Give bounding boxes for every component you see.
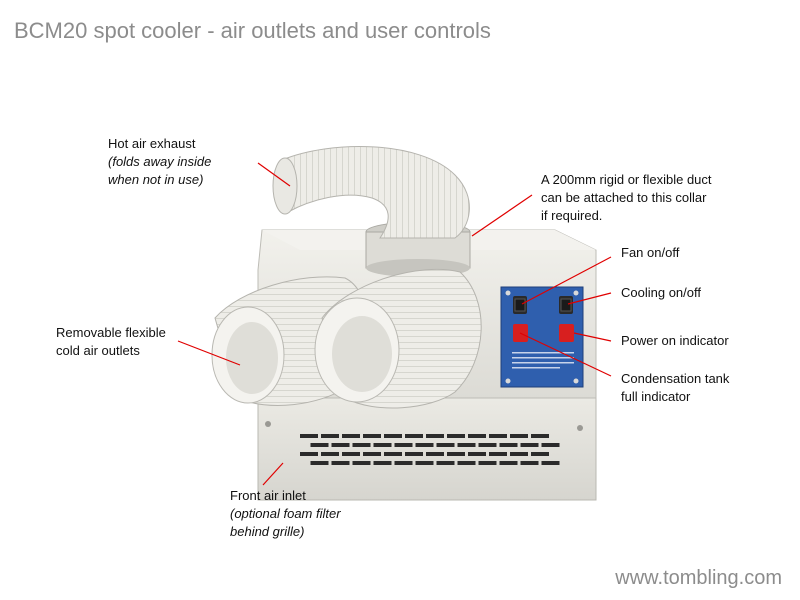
label-line: Cooling on/off bbox=[621, 285, 701, 300]
label-note: (folds away inside bbox=[108, 154, 212, 169]
label-duct-collar: A 200mm rigid or flexible duct can be at… bbox=[541, 171, 712, 225]
grille-slot bbox=[352, 443, 371, 447]
label-line: Removable flexible bbox=[56, 325, 166, 340]
label-line: A 200mm rigid or flexible duct bbox=[541, 172, 712, 187]
grille-slot bbox=[510, 434, 528, 438]
grille-slot bbox=[499, 443, 518, 447]
grille-slot bbox=[321, 452, 339, 456]
grille-slot bbox=[531, 452, 549, 456]
grille-slot bbox=[300, 434, 318, 438]
grille-slot bbox=[310, 443, 329, 447]
label-line: can be attached to this collar bbox=[541, 190, 707, 205]
label-line: Fan on/off bbox=[621, 245, 680, 260]
leader-line-collar bbox=[471, 194, 533, 237]
grille-slot bbox=[384, 434, 402, 438]
grille-slot bbox=[426, 434, 444, 438]
leader-line-fan bbox=[521, 256, 612, 305]
label-note: behind grille) bbox=[230, 524, 305, 539]
grille-slot bbox=[331, 443, 350, 447]
label-condensation: Condensation tank full indicator bbox=[621, 370, 729, 406]
label-cooling: Cooling on/off bbox=[621, 284, 701, 302]
grille-slot bbox=[457, 443, 476, 447]
leader-line-power bbox=[573, 332, 612, 342]
screw-icon bbox=[577, 425, 583, 431]
grille-slot bbox=[405, 452, 423, 456]
grille-slot bbox=[520, 461, 539, 465]
leader-line-condensation bbox=[519, 332, 612, 377]
grille-slot bbox=[520, 443, 539, 447]
grille-slot bbox=[310, 461, 329, 465]
grille-slot bbox=[321, 434, 339, 438]
grille-slot bbox=[415, 461, 434, 465]
grille-slot bbox=[394, 461, 413, 465]
grille-slot bbox=[541, 443, 560, 447]
cold-air-outlets bbox=[211, 268, 482, 409]
power-indicator bbox=[559, 324, 574, 342]
grille-slot bbox=[489, 452, 507, 456]
grille-slot bbox=[478, 443, 497, 447]
grille-slot bbox=[436, 461, 455, 465]
leader-line-front-inlet bbox=[262, 462, 284, 486]
label-note: when not in use) bbox=[108, 172, 204, 187]
label-line: full indicator bbox=[621, 389, 691, 404]
grille-slot bbox=[405, 434, 423, 438]
grille-slot bbox=[510, 452, 528, 456]
front-air-inlet-grille bbox=[300, 434, 560, 465]
grille-slot bbox=[541, 461, 560, 465]
grille-slot bbox=[300, 452, 318, 456]
grille-slot bbox=[499, 461, 518, 465]
grille-slot bbox=[531, 434, 549, 438]
grille-slot bbox=[384, 452, 402, 456]
grille-slot bbox=[363, 434, 381, 438]
grille-slot bbox=[436, 443, 455, 447]
grille-slot bbox=[447, 452, 465, 456]
grille-slot bbox=[363, 452, 381, 456]
label-cold-outlets: Removable flexible cold air outlets bbox=[56, 324, 166, 360]
grille-slot bbox=[415, 443, 434, 447]
label-line: if required. bbox=[541, 208, 603, 223]
hot-air-exhaust-duct bbox=[272, 145, 470, 239]
cooler-base bbox=[257, 397, 597, 501]
grille-slot bbox=[447, 434, 465, 438]
grille-slot bbox=[478, 461, 497, 465]
grille-slot bbox=[468, 434, 486, 438]
grille-slot bbox=[468, 452, 486, 456]
grille-slot bbox=[394, 443, 413, 447]
grille-slot bbox=[426, 452, 444, 456]
footer-url: www.tombling.com bbox=[615, 567, 782, 589]
label-front-inlet: Front air inlet (optional foam filter be… bbox=[230, 487, 341, 541]
label-note: (optional foam filter bbox=[230, 506, 341, 521]
label-power: Power on indicator bbox=[621, 332, 729, 350]
grille-slot bbox=[342, 452, 360, 456]
leader-line-cooling bbox=[567, 292, 612, 305]
grille-slot bbox=[489, 434, 507, 438]
label-line: Hot air exhaust bbox=[108, 136, 196, 151]
grille-slot bbox=[342, 434, 360, 438]
label-fan: Fan on/off bbox=[621, 244, 679, 262]
label-line: Front air inlet bbox=[230, 488, 306, 503]
leader-line-exhaust bbox=[257, 162, 291, 187]
label-line: cold air outlets bbox=[56, 343, 140, 358]
leader-line-cold-outlets bbox=[177, 340, 241, 366]
label-hot-air-exhaust: Hot air exhaust (folds away inside when … bbox=[108, 135, 211, 189]
grille-slot bbox=[331, 461, 350, 465]
grille-slot bbox=[373, 443, 392, 447]
label-line: Power on indicator bbox=[621, 333, 729, 348]
control-panel bbox=[500, 286, 584, 388]
grille-slot bbox=[352, 461, 371, 465]
screw-icon bbox=[265, 421, 271, 427]
page-title: BCM20 spot cooler - air outlets and user… bbox=[14, 18, 491, 43]
label-line: Condensation tank bbox=[621, 371, 730, 386]
leader-lines bbox=[177, 162, 612, 486]
grille-slot bbox=[457, 461, 476, 465]
grille-slot bbox=[373, 461, 392, 465]
